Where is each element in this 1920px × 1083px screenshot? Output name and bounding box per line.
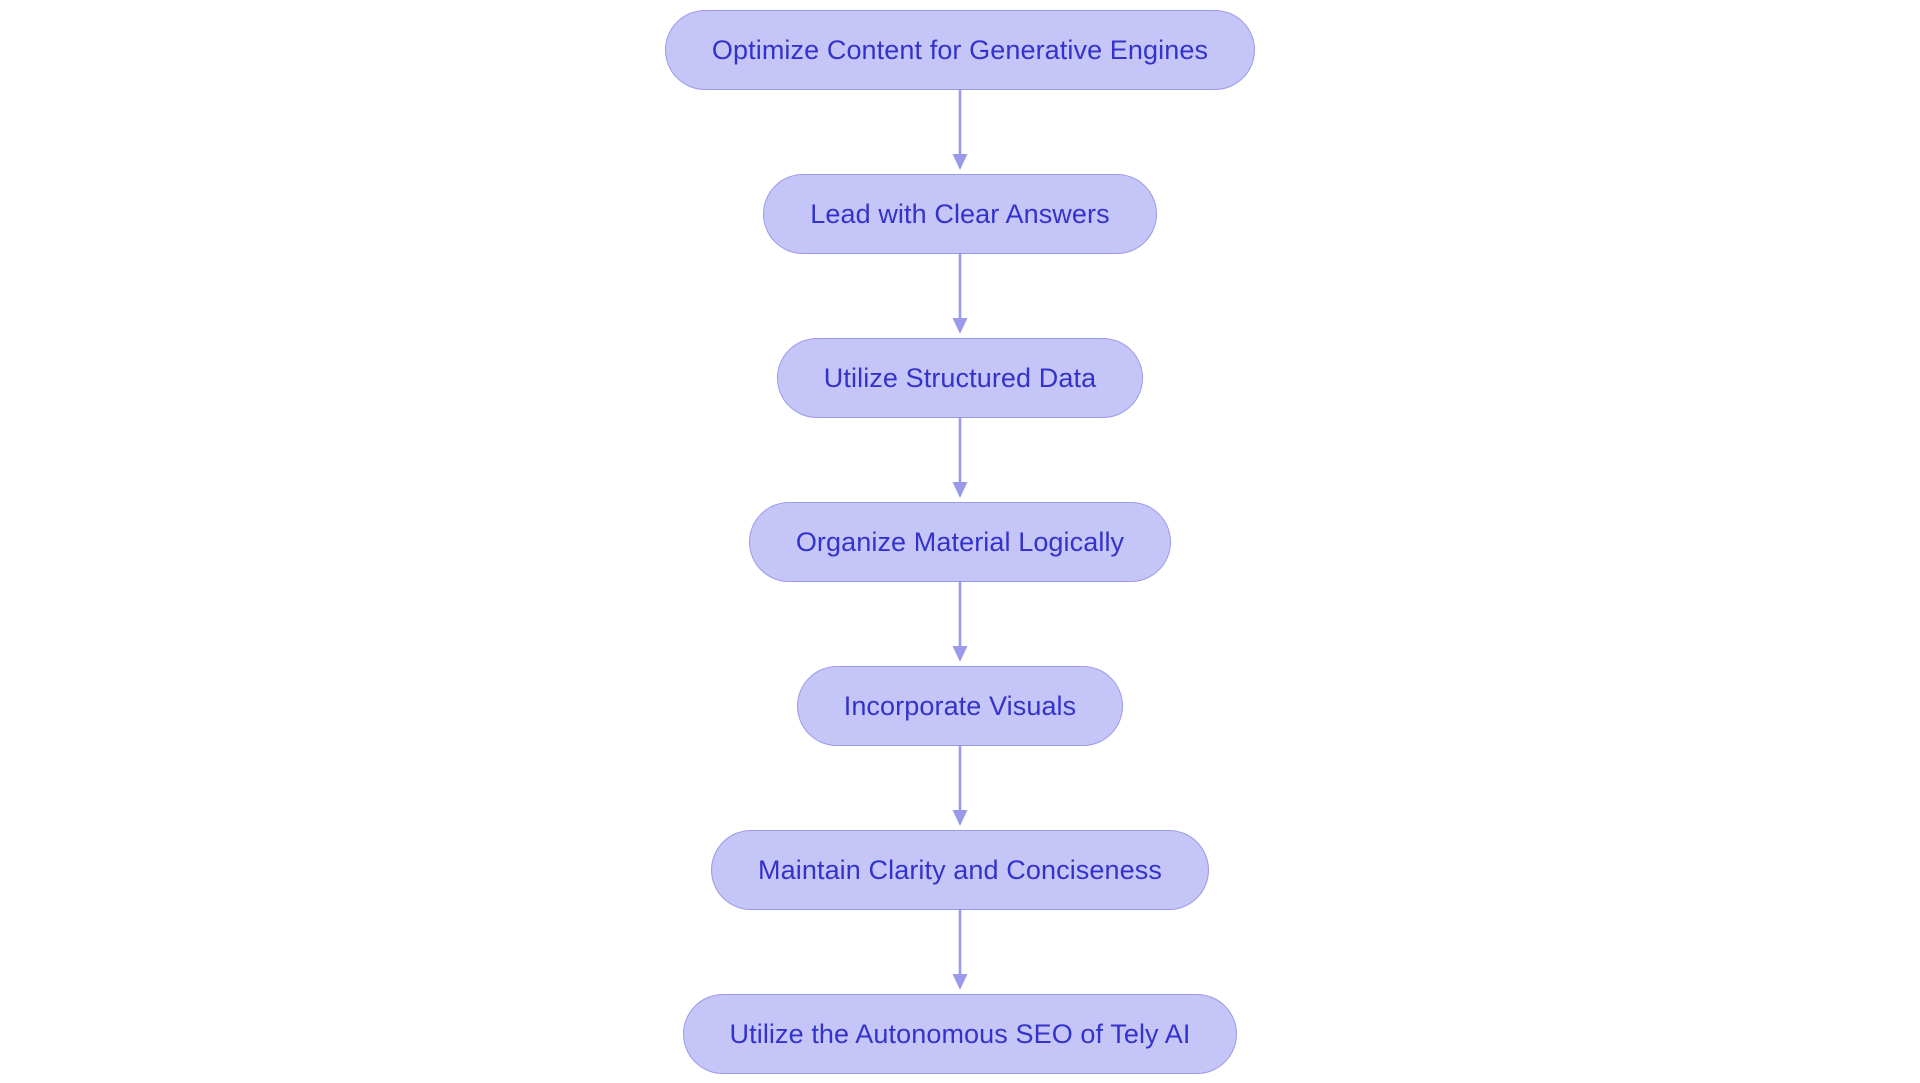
flow-node-6-label: Maintain Clarity and Conciseness: [758, 854, 1162, 885]
flow-node-2[interactable]: Lead with Clear Answers: [763, 174, 1157, 254]
flow-arrow-1: [947, 90, 973, 174]
flow-node-6[interactable]: Maintain Clarity and Conciseness: [711, 830, 1209, 910]
flow-arrow-4: [947, 582, 973, 666]
flow-node-7-label: Utilize the Autonomous SEO of Tely AI: [729, 1018, 1191, 1049]
flow-node-7[interactable]: Utilize the Autonomous SEO of Tely AI: [682, 994, 1238, 1074]
flow-node-5-label: Incorporate Visuals: [843, 690, 1077, 721]
flow-arrow-2: [947, 254, 973, 338]
flow-node-5[interactable]: Incorporate Visuals: [796, 666, 1124, 746]
flow-node-4-label: Organize Material Logically: [795, 526, 1125, 557]
flow-node-3-label: Utilize Structured Data: [823, 362, 1097, 393]
flow-arrow-6: [947, 910, 973, 994]
flow-node-1[interactable]: Optimize Content for Generative Engines: [664, 10, 1256, 90]
flow-node-3[interactable]: Utilize Structured Data: [776, 338, 1144, 418]
flow-node-4[interactable]: Organize Material Logically: [748, 502, 1172, 582]
flow-arrow-3: [947, 418, 973, 502]
flow-node-2-label: Lead with Clear Answers: [810, 198, 1110, 229]
flow-node-1-label: Optimize Content for Generative Engines: [711, 34, 1209, 65]
flow-arrow-5: [947, 746, 973, 830]
